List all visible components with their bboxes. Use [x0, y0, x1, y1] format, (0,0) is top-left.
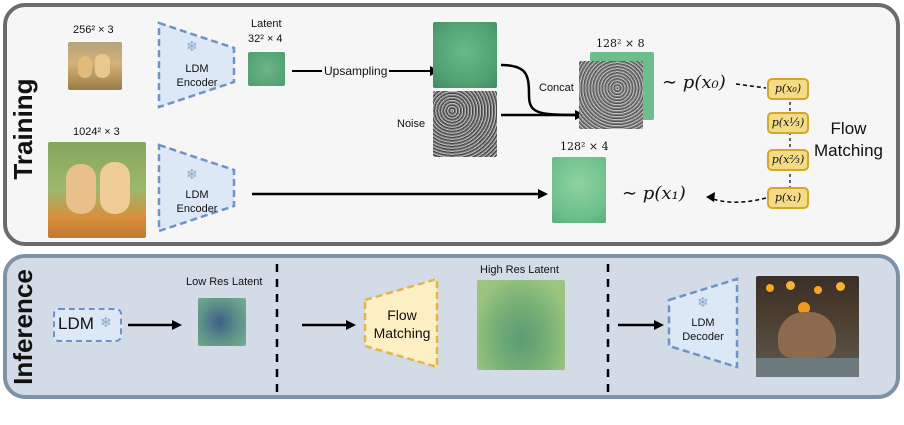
flow-chain-connector	[789, 90, 791, 196]
concat-label: Concat	[537, 82, 576, 94]
noise-label: Noise	[397, 118, 426, 130]
flow-node-x23: p(x⅔)	[767, 149, 809, 171]
dist-x1: ∼ p(x₁)	[622, 183, 686, 204]
concat-dims: 128² × 8	[596, 37, 645, 50]
inference-side-label: Inference	[8, 269, 38, 385]
snowflake-icon: ❄	[697, 294, 709, 310]
concat-noise-front	[579, 61, 643, 129]
dist-x0: ∼ p(x₀)	[662, 72, 726, 93]
decoder-label: LDM Decoder	[682, 317, 724, 343]
high-res-latent-image	[477, 280, 565, 370]
training-side-label: Training	[8, 78, 38, 180]
snowflake-icon: ❄	[100, 314, 112, 330]
flow-matching-infer-label: Flow Matching	[373, 307, 431, 341]
snowflake-icon: ❄	[186, 38, 198, 54]
inference-panel	[3, 254, 900, 399]
arrow-to-target	[252, 189, 548, 199]
input-large-dims: 1024² × 3	[73, 126, 120, 138]
flow-matching-block	[363, 277, 439, 369]
input-small-dims: 256² × 3	[73, 24, 114, 36]
flow-node-x13: p(x⅓)	[767, 112, 809, 134]
latent-dims: 32² × 4	[248, 33, 283, 45]
latent-label: Latent	[251, 18, 282, 30]
encoder-bottom-label: LDM Encoder	[176, 189, 218, 215]
ldm-encoder-bottom	[157, 143, 236, 233]
low-res-latent-image	[198, 298, 246, 346]
flow-dashed-arrows	[706, 83, 767, 203]
ldm-box	[53, 308, 122, 342]
low-res-label: Low Res Latent	[186, 276, 263, 288]
ldm-label: LDM	[58, 314, 94, 333]
latent-image	[248, 52, 285, 86]
ldm-decoder	[667, 277, 739, 369]
flow-node-x0: p(x₀)	[767, 78, 809, 100]
target-latent-image	[552, 157, 606, 223]
upsampling-label: Upsampling	[322, 64, 390, 78]
flow-matching-label: Flow Matching	[814, 119, 883, 160]
arrow-to-low-res	[128, 320, 182, 330]
divider-1	[275, 264, 279, 392]
puppies-large-image	[48, 142, 146, 238]
ldm-encoder-top	[157, 21, 236, 109]
encoder-top-label: LDM Encoder	[176, 63, 218, 89]
noise-image	[433, 91, 497, 157]
puppies-small-image	[68, 42, 122, 90]
arrow-to-flow	[302, 320, 356, 330]
snowflake-icon: ❄	[186, 166, 198, 182]
upsampled-latent-image	[433, 22, 497, 88]
high-res-label: High Res Latent	[480, 264, 559, 276]
flow-node-x1: p(x₁)	[767, 187, 809, 209]
capybara-output-image	[756, 276, 859, 377]
target-dims: 128² × 4	[560, 140, 609, 153]
divider-2	[606, 264, 610, 392]
arrow-to-decoder	[618, 320, 664, 330]
